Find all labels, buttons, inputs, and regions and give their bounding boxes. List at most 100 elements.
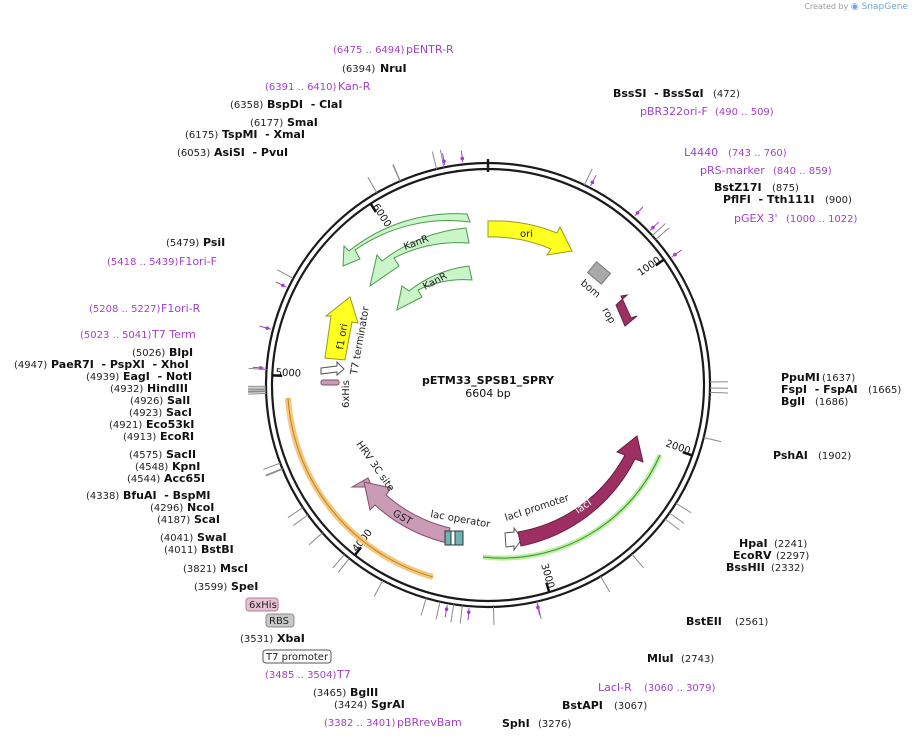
enzyme-leader: [651, 223, 666, 236]
boxed-feature-bg: [265, 613, 295, 628]
enzyme-pos: (4296): [150, 503, 183, 514]
enzyme-pos: (4338): [86, 491, 119, 502]
boxed-feature-label: T7 promoter: [265, 652, 329, 663]
enzyme-name: EcoRI: [160, 430, 194, 443]
boxed-feature-6xhis: 6xHis: [245, 597, 279, 612]
f1ori-label: f1 ori: [335, 323, 350, 351]
bom-box: [586, 261, 612, 285]
laci-ring-line: [482, 454, 661, 559]
enzyme-name: SmaI: [287, 116, 318, 129]
primer-name: L4440: [684, 146, 718, 159]
rop-label: rop: [599, 306, 617, 326]
primer-name: F1ori-R: [161, 302, 201, 315]
credit-brand: SnapGene: [861, 2, 908, 12]
primer-leader: [467, 608, 470, 621]
gst-arrow: [363, 481, 451, 544]
primer-site-mark: [536, 605, 540, 610]
feature-layer: [285, 213, 663, 580]
enzyme-pos: (4913): [123, 432, 156, 443]
f1ori-arrow: [324, 296, 359, 361]
enzyme-name: MscI: [220, 562, 248, 575]
enzyme-leader: [277, 269, 294, 279]
lacz-ring-line: [287, 397, 434, 578]
snapgene-logo: ◉: [850, 2, 862, 12]
enzyme-name: AsiSI - PvuI: [214, 146, 288, 159]
enzyme-leader: [248, 367, 267, 371]
primer-range: (5023 .. 5041): [80, 330, 152, 341]
enzyme-leader: [420, 598, 427, 616]
primer-name: LacI-R: [598, 681, 632, 694]
tick-mark: [545, 582, 551, 593]
enzyme-leader: [669, 512, 685, 524]
primer-site-mark: [673, 252, 677, 257]
primer-name: T7 Term: [151, 328, 196, 341]
tick-label: 5000: [275, 367, 301, 379]
enzyme-name: BstBI: [201, 543, 234, 556]
enzyme-leader: [439, 149, 445, 168]
enzyme-pos: (6177): [250, 118, 283, 129]
primer-site-mark: [460, 156, 465, 161]
tick-mark: [353, 546, 363, 556]
enzyme-name: NcoI: [187, 501, 214, 514]
laci-promoter-arrow: [504, 526, 523, 552]
enzyme-leader: [450, 604, 455, 623]
primer-range: (1000 .. 1022): [786, 214, 858, 225]
primer-range: (6391 .. 6410): [265, 82, 337, 93]
enzyme-leader: [664, 518, 680, 531]
enzyme-name: PflFI - Tth111I: [723, 193, 815, 206]
primer-leader: [275, 281, 287, 288]
primer-range: (743 .. 760): [728, 148, 787, 159]
enzyme-pos: (1902): [818, 451, 851, 462]
primer-site-mark: [635, 211, 640, 215]
rop-arrow: [615, 294, 638, 327]
enzyme-leader: [332, 554, 345, 569]
primer-range: (3382 .. 3401): [324, 718, 396, 729]
enzyme-pos: (4041): [160, 533, 193, 544]
primer-labels: (6475 .. 6494) pENTR-R (6391 .. 6410) Ka…: [80, 43, 858, 729]
enzyme-pos: (4187): [157, 515, 190, 526]
primer-range: (5208 .. 5227): [89, 304, 161, 315]
enzyme-leader: [248, 392, 267, 395]
ori-arrow: [487, 220, 573, 256]
enzyme-pos: (6358): [230, 100, 263, 111]
enzyme-pos: (2297): [776, 551, 809, 562]
leader-lines: [248, 149, 728, 625]
enzyme-name: PpuMI: [781, 371, 820, 384]
enzyme-pos: (2743): [681, 654, 714, 665]
primer-range: (490 .. 509): [715, 107, 774, 118]
tick-mark: [369, 203, 378, 213]
enzyme-pos: (5479): [166, 238, 199, 249]
enzyme-name: FspI - FspAI: [781, 383, 858, 396]
enzyme-pos: (3531): [240, 634, 273, 645]
enzyme-pos: (875): [772, 183, 799, 194]
enzyme-name: XbaI: [277, 632, 305, 645]
enzyme-pos: (4947): [14, 360, 47, 371]
primer-name: Kan-R: [338, 80, 371, 93]
enzyme-pos: (3821): [183, 564, 216, 575]
enzyme-leader: [709, 391, 728, 394]
enzyme-leader: [337, 558, 350, 573]
enzyme-leader: [655, 227, 670, 240]
enzyme-leader: [308, 532, 323, 546]
kanr-inner-label: KanR: [421, 271, 449, 293]
tick-label: 1000: [636, 255, 663, 279]
enzyme-name: PaeR7I - PspXI - XhoI: [51, 358, 189, 371]
enzyme-name: BssSI - BssSαI: [613, 87, 704, 100]
enzyme-name: BstZ17I: [714, 181, 762, 194]
enzyme-name: NruI: [380, 62, 407, 75]
enzyme-pos: (900): [825, 195, 852, 206]
primer-leader: [252, 366, 265, 369]
enzyme-name: SalI: [167, 394, 190, 407]
enzyme-pos: (4939): [86, 372, 119, 383]
primer-leader: [259, 325, 272, 330]
primer-range: (5418 .. 5439): [107, 257, 179, 268]
enzyme-name: KpnI: [172, 460, 200, 473]
primer-name: T7: [336, 668, 351, 681]
primer-leader: [590, 174, 597, 187]
primer-name: pENTR-R: [406, 43, 454, 56]
enzyme-pos: (1686): [815, 397, 848, 408]
6xhis-mark: [320, 379, 340, 386]
tick-mark: [655, 258, 665, 267]
enzyme-leader: [703, 437, 722, 443]
kanr-arrow: [342, 213, 471, 267]
